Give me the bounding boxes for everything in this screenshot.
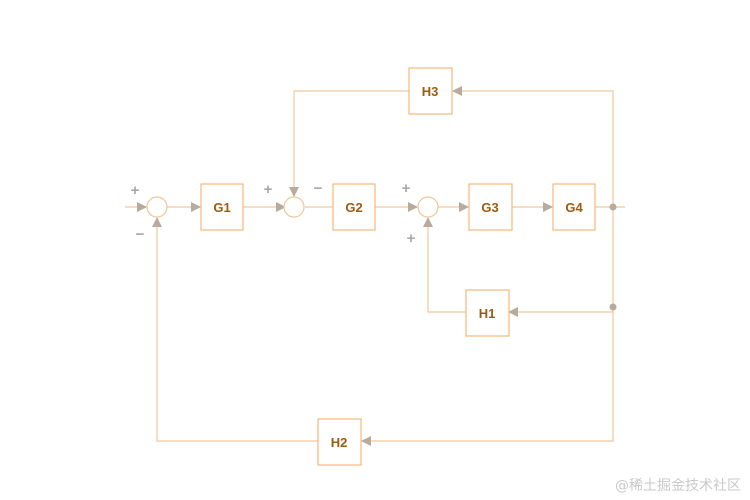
summing-junction-2 [283, 196, 305, 218]
sum1-plus-sign: + [131, 182, 140, 199]
block-g3: G3 [468, 183, 513, 231]
sum2-minus-sign: − [314, 180, 323, 197]
block-h2: H2 [317, 418, 362, 466]
branch-node-lower [609, 303, 617, 311]
block-g1-label: G1 [213, 200, 230, 215]
block-h3-label: H3 [422, 84, 439, 99]
block-h3: H3 [408, 67, 453, 115]
summing-junction-3 [417, 196, 439, 218]
h3-feedback-in-line [452, 86, 614, 207]
block-g4-label: G4 [565, 200, 583, 215]
block-h2-label: H2 [331, 435, 348, 450]
sum1-minus-sign: − [136, 226, 145, 243]
watermark: @稀土掘金技术社区 [615, 478, 741, 494]
branch-node-output [609, 203, 617, 211]
sum2-plus-sign: + [264, 181, 273, 198]
block-g2-label: G2 [345, 200, 362, 215]
block-g1: G1 [200, 183, 244, 231]
h2-feedback-out-line [152, 217, 318, 442]
summing-junction-1 [146, 196, 168, 218]
block-g4: G4 [552, 183, 596, 231]
block-g3-label: G3 [481, 200, 498, 215]
sum3-plus-sign-bottom: + [407, 230, 416, 247]
sum3-plus-sign-top: + [402, 180, 411, 197]
h3-feedback-out-line [289, 90, 409, 197]
h1-feedback-out-line [423, 217, 466, 313]
block-h1: H1 [465, 289, 510, 337]
block-h1-label: H1 [479, 306, 496, 321]
h2-feedback-in-line [361, 312, 614, 446]
block-g2: G2 [332, 183, 376, 231]
